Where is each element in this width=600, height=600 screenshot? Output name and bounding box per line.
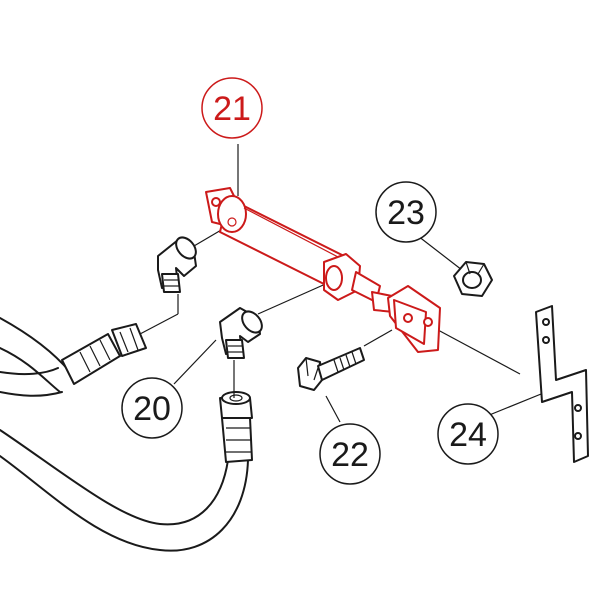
bracket-24: [535, 305, 589, 463]
callout-24: 24: [437, 403, 499, 465]
callout-20-label: 20: [133, 390, 171, 428]
hose-lower: [0, 391, 253, 552]
cylinder-21: [205, 187, 441, 353]
callout-20: 20: [121, 377, 183, 439]
elbow-fitting-lower: [219, 307, 263, 359]
callout-24-label: 24: [449, 416, 487, 454]
elbow-fitting-upper: [157, 236, 197, 293]
bolt-22: [297, 347, 365, 391]
callout-21: 21: [201, 77, 263, 139]
callout-22: 22: [319, 423, 381, 485]
nut-23: [453, 261, 493, 297]
callout-21-label: 21: [213, 90, 251, 128]
callout-22-label: 22: [331, 436, 369, 474]
callout-23: 23: [375, 181, 437, 243]
hose-upper-left: [0, 317, 147, 397]
callout-23-label: 23: [387, 194, 425, 232]
